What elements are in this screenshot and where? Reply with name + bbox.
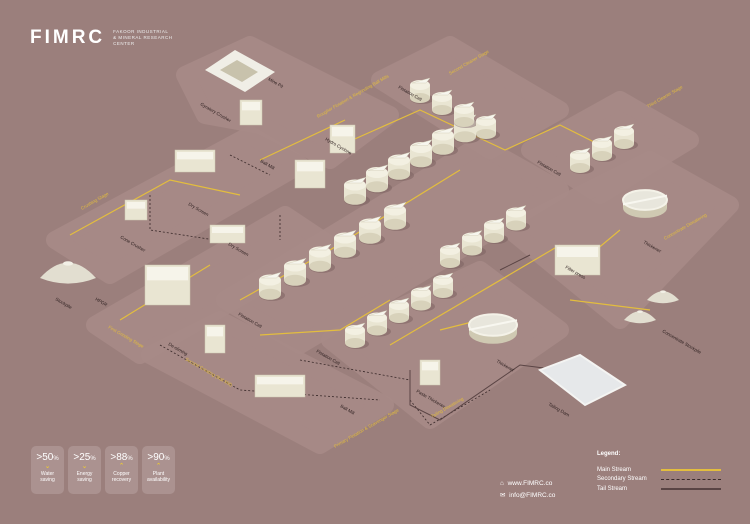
flotation-cell [454,101,478,128]
main-stream-line [661,468,721,471]
equipment-label: Stockpile [55,297,74,311]
website-link[interactable]: www.FIMRC.co [507,480,553,487]
legend-tail: Tail Stream [597,485,628,492]
flotation-cell [359,215,385,245]
stage-platform [501,151,739,329]
ball-mill [294,159,326,189]
main-stream-line [329,109,611,151]
secondary-stream-line [409,389,491,426]
mine-pit-hole [220,60,258,82]
secondary-stream-line [661,478,721,480]
flotation-cell [389,297,413,324]
legend-secondary: Secondary Stream [597,476,647,483]
logo-subtitle: FAKOOR INDUSTRIAL & MINERAL RESEARCH CEN… [113,29,173,46]
flotation-cell [334,229,360,259]
stage-label: Third Cleaner Stage [646,84,684,109]
desliming-cyclone [204,324,226,354]
flotation-cell [309,243,335,273]
secondary-stream-line [159,344,381,401]
flotation-cell [432,126,458,156]
contact: ⌂ www.FIMRC.co ✉ info@FIMRC.co [500,478,555,502]
flotation-cell [344,176,370,206]
hpgr [144,264,191,306]
flotation-cell [570,147,594,174]
flotation-cell [462,230,486,257]
chevron-down-icon: ⌄ [44,463,51,470]
flotation-cell [476,113,500,140]
tail-stream-line [661,487,721,490]
email-link[interactable]: info@FIMRC.co [509,492,556,499]
secondary-stream-line [229,154,271,176]
tail-stream-line [499,254,531,271]
flotation-cell [410,139,436,169]
main-stream-line [69,179,241,236]
equipment-label: Concentrate Stockpile [662,329,703,356]
home-icon: ⌂ [500,480,504,487]
hydro-cyclone [329,124,356,154]
flotation-cell [410,77,434,104]
flotation-cell [506,205,530,232]
gyratory-crusher [239,99,263,126]
filter-press [554,244,601,276]
main-stream-line [259,299,391,336]
concentrate-stockpile [647,290,679,304]
stage-platform [216,136,569,354]
tail-stream-line [409,364,561,421]
flotation-cell [345,322,369,349]
flotation-cell [384,201,410,231]
stage-platform [371,36,569,159]
flotation-cell [614,123,638,150]
chevron-down-icon: ⌄ [81,463,88,470]
dry-screen [174,149,216,173]
logo: FIMRC FAKOOR INDUSTRIAL & MINERAL RESEAR… [30,27,173,49]
legend-main: Main Stream [597,466,632,473]
main-stream-line [389,244,561,346]
stockpile [40,261,96,284]
cone-crusher [124,199,148,221]
tailing-thickener [468,313,518,344]
equipment-label: Tailing Dam [548,402,571,418]
thickener [622,189,668,218]
logo-name: FIMRC [30,27,106,48]
flotation-cell [484,217,508,244]
equipment-label: HPGR [95,297,109,308]
dry-screen [209,224,246,244]
flotation-cell [259,271,285,301]
concentrate-stockpile [624,310,656,324]
equipment [40,50,679,407]
chevron-up-icon: ⌃ [155,463,162,470]
flotation-cell [433,272,457,299]
flotation-cell [440,242,464,269]
stat-value: 88 [116,452,128,463]
chevron-up-icon: ⌃ [118,463,125,470]
platforms [46,36,739,454]
main-stream-line [569,299,651,311]
stat-value: 90 [153,452,165,463]
stat-value: 50 [42,452,54,463]
secondary-stream-line [299,359,411,381]
flotation-cell [592,135,616,162]
flotation-cell [411,285,435,312]
flotation-cell [366,164,392,194]
stat-value: 25 [79,452,91,463]
legend-title: Legend: [597,451,621,457]
flotation-cell [432,89,456,116]
flotation-cell [388,151,414,181]
stage-platform [176,36,399,169]
flotation-cell [367,310,391,337]
paste-thickener [419,359,441,386]
ball-mill [254,374,306,398]
legend: Legend: Main Stream Secondary Stream Tai… [597,451,721,494]
mail-icon: ✉ [500,492,506,499]
flotation-cell [284,257,310,287]
tailing-dam [537,353,627,407]
